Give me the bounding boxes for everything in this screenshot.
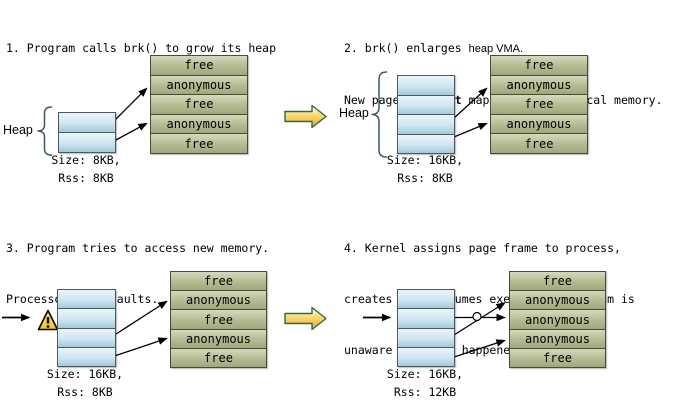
vma-row: anonymous — [510, 329, 605, 349]
vma-row: free — [491, 56, 587, 76]
heap-brace — [37, 106, 53, 156]
vma-row: free — [491, 134, 587, 153]
title-segment-sans: heap VMA. — [468, 43, 524, 55]
vma-row: anonymous — [510, 310, 605, 330]
panel1-frame-stack: free anonymous free anonymous free — [150, 55, 248, 154]
panel1-title: 1. Program calls brk() to grow its heap — [6, 6, 276, 91]
heap-page — [398, 309, 454, 329]
vma-row: anonymous — [171, 329, 266, 349]
size-line: Size: 16KB, — [46, 367, 124, 381]
panel1-size-label: Size: 8KB, Rss: 8KB — [26, 152, 146, 187]
vma-row: free — [171, 348, 266, 368]
vma-row: free — [171, 310, 266, 330]
heap-page — [398, 76, 454, 96]
flow-arrow-icon — [284, 104, 327, 129]
vma-row: anonymous — [151, 114, 247, 135]
vma-row: free — [151, 134, 247, 153]
heap-page — [58, 309, 115, 329]
panel3-heap-pages — [57, 289, 116, 367]
rss-line: Rss: 8KB — [57, 384, 113, 399]
panel2-frame-stack: free anonymous free anonymous free — [490, 55, 588, 154]
heap-page — [398, 115, 454, 135]
vma-row: free — [151, 95, 247, 115]
heap-page — [59, 113, 115, 133]
panel4-frame-stack: free anonymous anonymous anonymous free — [509, 271, 606, 368]
mapping-arrow — [113, 87, 148, 122]
size-line: Size: 8KB, — [51, 153, 121, 167]
heap-page — [398, 134, 454, 153]
rss-line: Rss: 12KB — [393, 384, 457, 399]
panel3-title-line: 3. Program tries to access new memory. — [6, 241, 270, 255]
size-line: Size: 16KB, — [386, 367, 464, 381]
vma-row: free — [510, 348, 605, 368]
vma-row: free — [171, 272, 266, 292]
panel1-title-line: 1. Program calls brk() to grow its heap — [6, 41, 277, 55]
vma-row: anonymous — [510, 291, 605, 311]
heap-page — [58, 328, 115, 348]
panel2-title-line1: 2. brk() enlarges heap VMA. — [344, 40, 663, 58]
flow-arrow-icon — [284, 306, 327, 331]
heap-page — [398, 95, 454, 115]
heap-page — [58, 290, 115, 310]
panel3-size-label: Size: 16KB, Rss: 8KB — [25, 366, 145, 401]
panel2-size-label: Size: 16KB, Rss: 8KB — [365, 152, 485, 187]
rss-line: Rss: 8KB — [58, 170, 114, 185]
panel4-size-label: Size: 16KB, Rss: 12KB — [365, 366, 485, 401]
vma-row: free — [510, 272, 605, 292]
vma-row: free — [491, 95, 587, 115]
panel2-heap-label: Heap — [339, 106, 369, 120]
panel1-heap-pages — [58, 112, 116, 153]
heap-page — [398, 347, 454, 366]
panel4-title-line: 4. Kernel assigns page frame to process, — [344, 241, 621, 255]
rss-line: Rss: 8KB — [397, 170, 453, 185]
size-line: Size: 16KB, — [386, 153, 464, 167]
vma-row: anonymous — [151, 75, 247, 96]
mapping-arrow — [113, 122, 148, 142]
vma-row: free — [151, 56, 247, 76]
panel3-frame-stack: free anonymous free anonymous free — [170, 271, 267, 368]
heap-page — [59, 133, 115, 152]
heap-page — [58, 347, 115, 366]
panel4-heap-pages — [397, 289, 455, 367]
vma-row: anonymous — [491, 75, 587, 96]
title-segment: 2. brk() enlarges — [344, 41, 469, 55]
vma-row: anonymous — [491, 114, 587, 135]
vma-row: anonymous — [171, 291, 266, 311]
heap-page — [398, 328, 454, 348]
panel1-heap-label: Heap — [3, 123, 33, 137]
panel2-heap-pages — [397, 75, 455, 154]
heap-page — [398, 290, 454, 310]
